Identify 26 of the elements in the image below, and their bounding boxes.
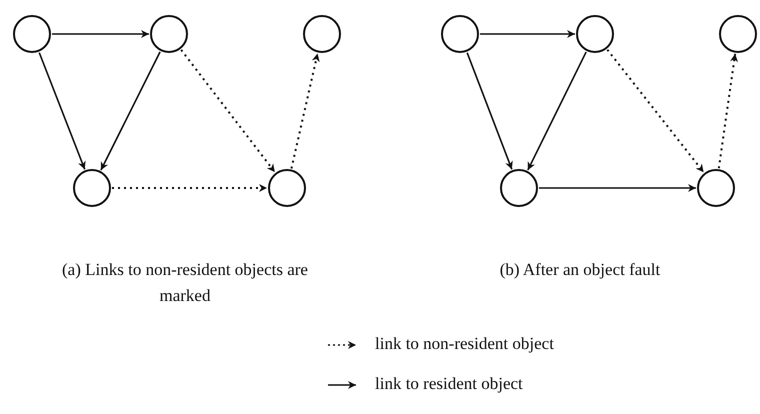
- object-circle: [697, 169, 735, 207]
- arrow: [527, 52, 587, 170]
- caption: (a) Links to non-resident objects are marked: [61, 259, 309, 307]
- object-circle: [150, 15, 188, 53]
- arrow: [180, 49, 276, 173]
- object-circle: [441, 15, 479, 53]
- caption: (b) After an object fault: [498, 259, 662, 281]
- object-circle: [303, 15, 341, 53]
- arrow: [480, 30, 575, 38]
- arrow: [100, 52, 161, 170]
- object-circle: [576, 15, 614, 53]
- object-circle: [13, 15, 51, 53]
- arrow: [718, 54, 738, 168]
- arrow: [466, 52, 513, 170]
- arrow: [290, 53, 320, 169]
- arrow: [539, 184, 696, 192]
- arrow: [112, 184, 267, 192]
- arrow: [38, 52, 86, 170]
- legend-text: link to resident object: [375, 374, 523, 394]
- object-circle: [268, 169, 306, 207]
- arrow: [606, 49, 704, 173]
- arrow: [52, 30, 149, 38]
- object-circle: [500, 169, 538, 207]
- legend-text: link to non-resident object: [375, 334, 554, 354]
- object-circle: [719, 15, 757, 53]
- object-circle: [73, 169, 111, 207]
